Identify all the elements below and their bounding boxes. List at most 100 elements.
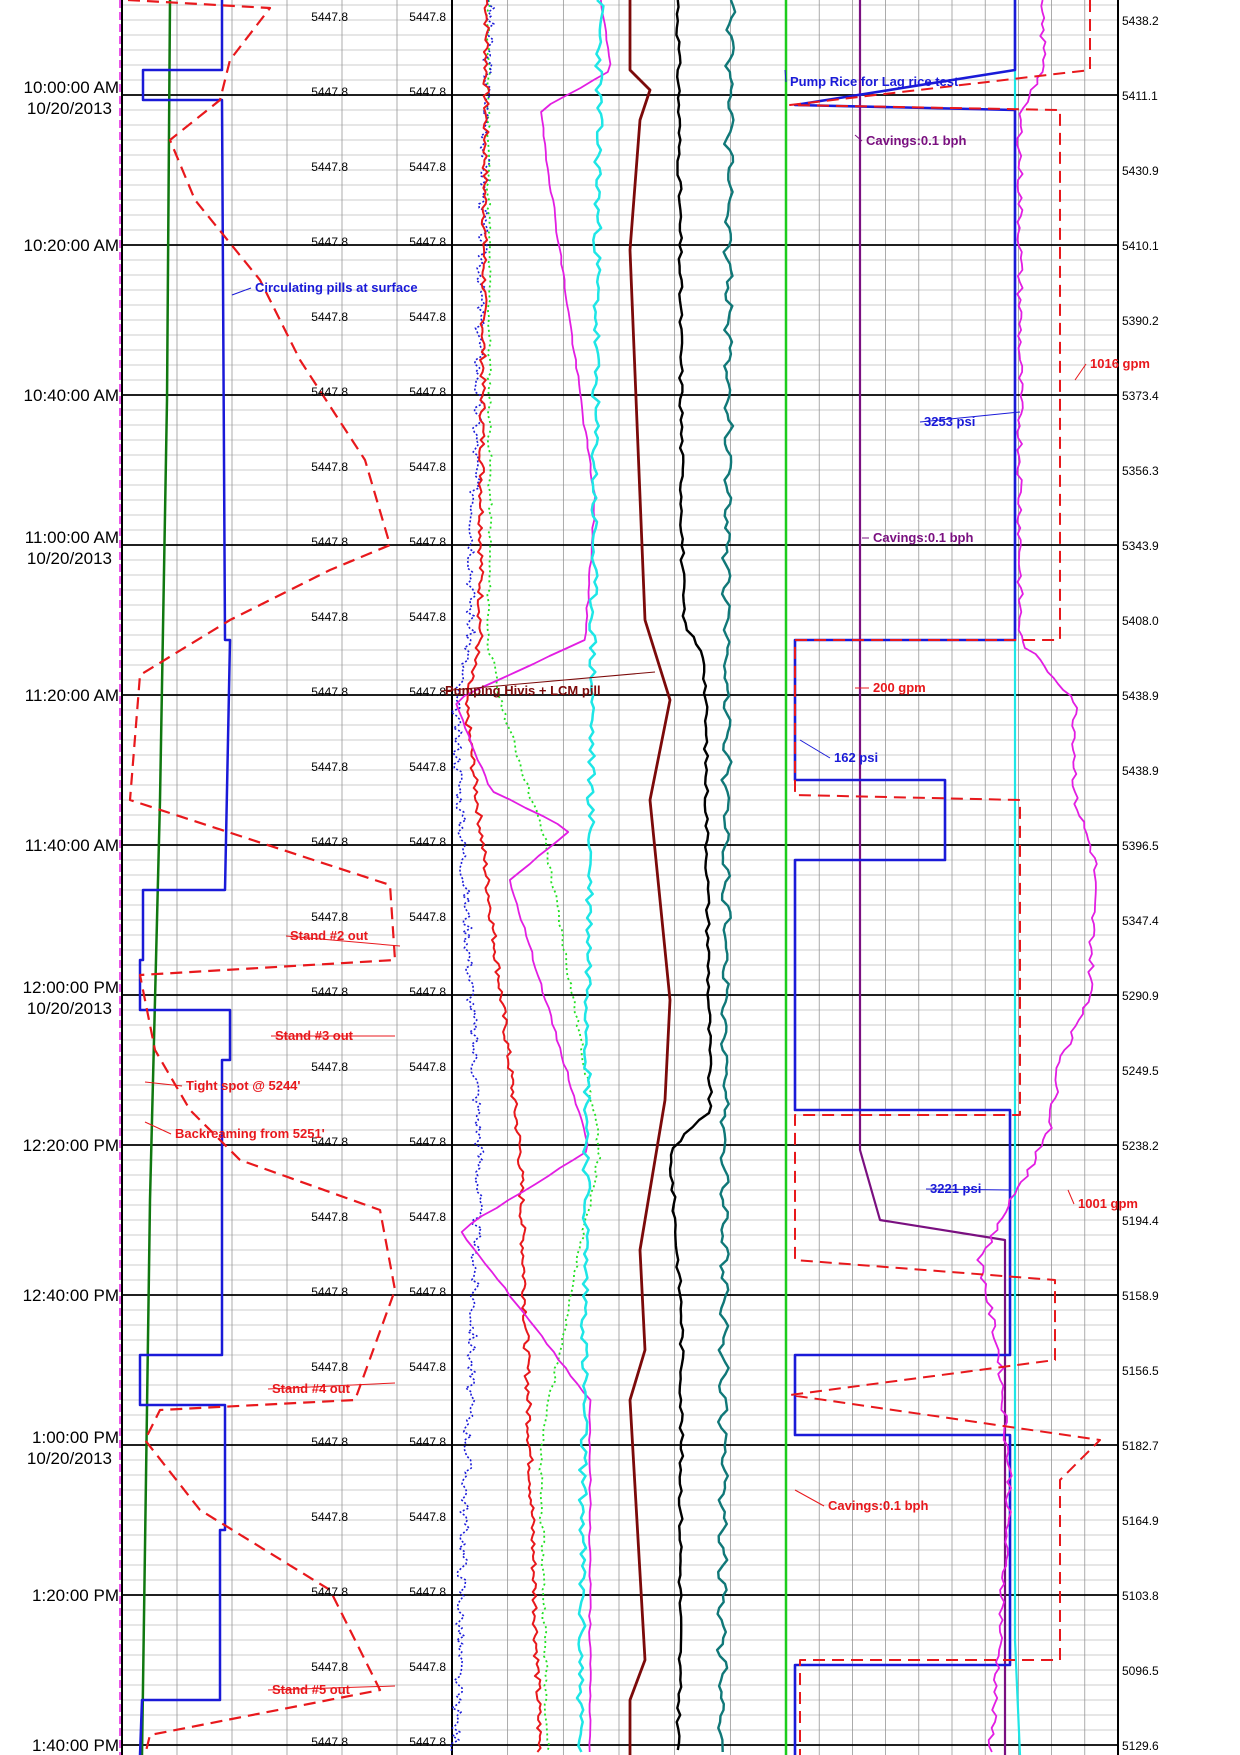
right-axis-label: 5430.9 — [1122, 164, 1159, 178]
track2-magenta-curve — [455, 0, 612, 1753]
bit-depth-label: 5447.8 — [311, 160, 348, 174]
right-axis-label: 5410.1 — [1122, 239, 1159, 253]
hole-depth-label: 5447.8 — [409, 1210, 446, 1224]
hole-depth-label: 5447.8 — [409, 1660, 446, 1674]
bit-depth-label: 5447.8 — [311, 310, 348, 324]
right-axis-label: 5129.6 — [1122, 1739, 1159, 1753]
annotation-leader — [267, 1685, 396, 1691]
track1-red-dashed-curve — [127, 0, 397, 1755]
bit-depth-label: 5447.8 — [311, 235, 348, 249]
right-axis-label: 5438.2 — [1122, 14, 1159, 28]
right-axis-label: 5182.7 — [1122, 1439, 1159, 1453]
annotation-leader — [144, 1081, 183, 1087]
time-axis-label: 1:40:00 PM — [32, 1736, 119, 1755]
annotation-label: 1016 gpm — [1090, 356, 1150, 371]
hole-depth-label: 5447.8 — [409, 460, 446, 474]
right-axis-label: 5290.9 — [1122, 989, 1159, 1003]
bit-depth-label: 5447.8 — [311, 535, 348, 549]
track3-purple-curve — [858, 0, 1007, 1755]
bit-depth-label: 5447.8 — [311, 1135, 348, 1149]
time-axis-label: 10:00:00 AM — [24, 78, 119, 97]
annotation-label: 162 psi — [834, 750, 878, 765]
bit-depth-label: 5447.8 — [311, 1435, 348, 1449]
hole-depth-label: 5447.8 — [409, 10, 446, 24]
bit-depth-label: 5447.8 — [311, 610, 348, 624]
track2-blue-dotted-curve — [449, 0, 495, 1753]
chart-grid — [119, 0, 1119, 1755]
track2-teal-curve — [715, 0, 737, 1753]
annotation-label: Stand #2 out — [290, 928, 369, 943]
hole-depth-label: 5447.8 — [409, 685, 446, 699]
annotation-label: 3253 psi — [924, 414, 975, 429]
annotation-label: 1001 gpm — [1078, 1196, 1138, 1211]
track2-maroon-curve — [628, 0, 672, 1755]
right-axis-label: 5356.3 — [1122, 464, 1159, 478]
date-axis-label: 10/20/2013 — [27, 1449, 112, 1468]
annotation-label: Backreaming from 5251' — [175, 1126, 325, 1141]
right-axis-label: 5390.2 — [1122, 314, 1159, 328]
date-axis-label: 10/20/2013 — [27, 999, 112, 1018]
hole-depth-label: 5447.8 — [409, 1435, 446, 1449]
annotation-label: 3221 psi — [930, 1181, 981, 1196]
bit-depth-label: 5447.8 — [311, 10, 348, 24]
track1-blue-curve — [138, 0, 232, 1755]
bit-depth-label: 5447.8 — [311, 460, 348, 474]
annotation-leader — [794, 1489, 825, 1507]
time-axis-label: 12:40:00 PM — [23, 1286, 119, 1305]
right-axis-label: 5396.5 — [1122, 839, 1159, 853]
hole-depth-label: 5447.8 — [409, 160, 446, 174]
hole-depth-label: 5447.8 — [409, 985, 446, 999]
annotation-label: 200 gpm — [873, 680, 926, 695]
bit-depth-label: 5447.8 — [311, 1585, 348, 1599]
bit-depth-label: 5447.8 — [311, 985, 348, 999]
time-axis-label: 12:20:00 PM — [23, 1136, 119, 1155]
hole-depth-label: 5447.8 — [409, 1060, 446, 1074]
bit-depth-label: 5447.8 — [311, 1060, 348, 1074]
time-axis-label: 12:00:00 PM — [23, 978, 119, 997]
annotation-leader — [854, 134, 863, 142]
annotation-label: Cavings:0.1 bph — [873, 530, 973, 545]
hole-depth-label: 5447.8 — [409, 1510, 446, 1524]
annotation-leader — [231, 287, 252, 296]
annotation-leader — [285, 935, 401, 947]
time-axis-label: 11:00:00 AM — [25, 528, 119, 547]
track3-blue-curve — [793, 0, 1017, 1755]
track2-black-curve — [668, 0, 713, 1751]
bit-depth-label: 5447.8 — [311, 85, 348, 99]
hole-depth-label: 5447.8 — [409, 1285, 446, 1299]
time-axis-label: 11:20:00 AM — [25, 686, 119, 705]
annotation-label: Cavings:0.1 bph — [866, 133, 966, 148]
hole-depth-label: 5447.8 — [409, 835, 446, 849]
annotation-label: Tight spot @ 5244' — [186, 1078, 301, 1093]
right-axis-label: 5411.1 — [1122, 89, 1158, 103]
annotation-label: Cavings:0.1 bph — [828, 1498, 928, 1513]
bit-depth-label: 5447.8 — [311, 910, 348, 924]
annotation-leader — [784, 69, 787, 83]
right-axis-label: 5103.8 — [1122, 1589, 1159, 1603]
right-axis-label: 5158.9 — [1122, 1289, 1159, 1303]
annotation-label: Stand #4 out — [272, 1381, 351, 1396]
bit-depth-label: 5447.8 — [311, 1285, 348, 1299]
date-axis-label: 10/20/2013 — [27, 99, 112, 118]
annotation-leader — [1067, 1189, 1075, 1205]
bit-depth-label: 5447.8 — [311, 1210, 348, 1224]
hole-depth-label: 5447.8 — [409, 1585, 446, 1599]
time-axis-label: 10:40:00 AM — [24, 386, 119, 405]
hole-depth-label: 5447.8 — [409, 310, 446, 324]
track2-lime-dotted-curve — [485, 0, 602, 1753]
right-axis-label: 5164.9 — [1122, 1514, 1159, 1528]
bit-depth-label: 5447.8 — [311, 385, 348, 399]
bit-depth-label: 5447.8 — [311, 685, 348, 699]
time-axis-label: 1:00:00 PM — [32, 1428, 119, 1447]
bit-depth-label: 5447.8 — [311, 835, 348, 849]
right-axis-label: 5156.5 — [1122, 1364, 1159, 1378]
track2-red-curve — [464, 0, 542, 1753]
bit-depth-label: 5447.8 — [311, 1735, 348, 1749]
annotation-leader — [267, 1382, 396, 1390]
bit-depth-label: 5447.8 — [311, 1360, 348, 1374]
bit-depth-label: 5447.8 — [311, 1660, 348, 1674]
hole-depth-label: 5447.8 — [409, 85, 446, 99]
hole-depth-label: 5447.8 — [409, 760, 446, 774]
